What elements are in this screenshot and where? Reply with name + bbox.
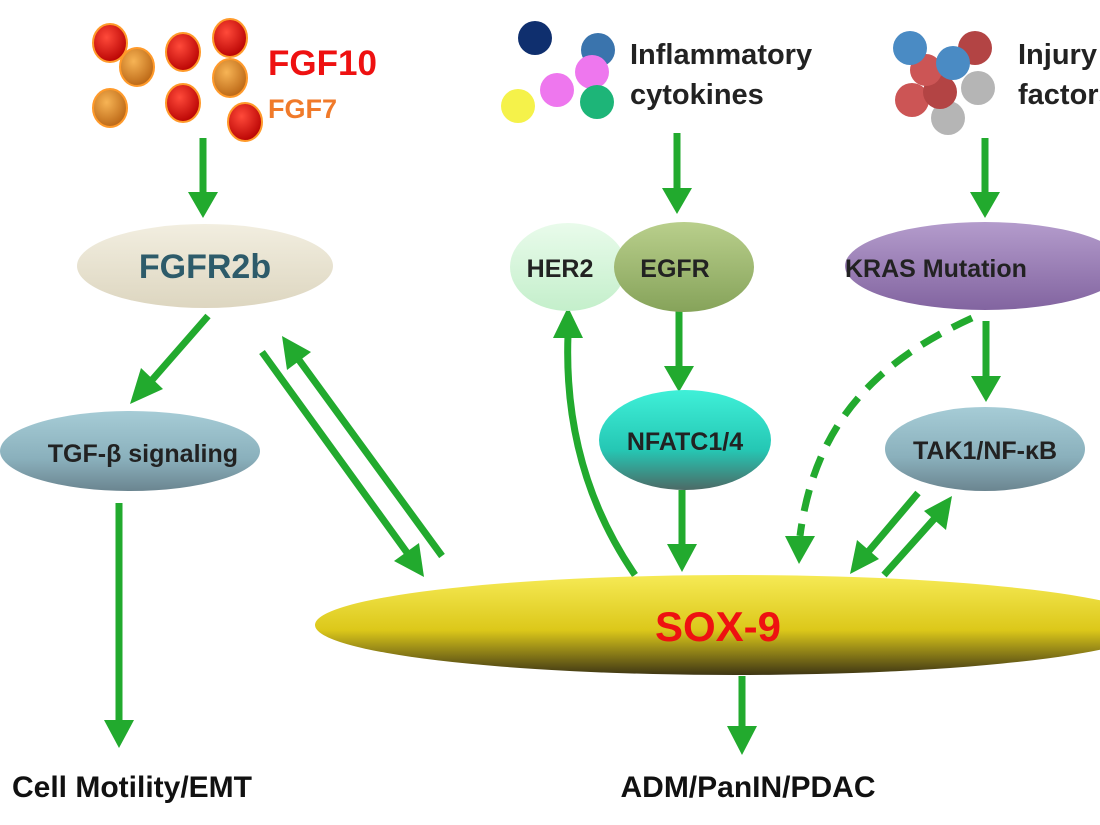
kras-label: KRAS Mutation — [845, 255, 1027, 283]
arrow-sox9-to-her2 — [553, 307, 638, 577]
node-sox9: SOX-9 — [315, 575, 1100, 675]
arrow-nfatc-to-sox9 — [667, 490, 697, 572]
inflammatory-cytokines-label: Inflammatory cytokines — [630, 39, 820, 111]
node-nfatc: NFATC1/4 — [599, 390, 771, 490]
node-tak1: TAK1/NF-κB — [885, 407, 1085, 491]
her2-label: HER2 — [527, 255, 594, 283]
injury-factor-cluster — [893, 31, 995, 135]
arrow-egfr-to-nfatc — [664, 311, 694, 392]
fgf7-label: FGF7 — [268, 94, 337, 124]
sox9-label: SOX-9 — [655, 603, 781, 650]
arrow-fgfr2b-to-tgf — [130, 313, 211, 404]
injury-factors-label: Injury factors — [1018, 39, 1100, 111]
fgf-ligand-cluster — [92, 18, 263, 142]
arrow-kras-to-tak1 — [971, 321, 1001, 402]
node-fgfr2b: FGFR2b — [77, 224, 333, 308]
node-tgf-signaling: TGF-β signaling — [0, 411, 260, 491]
arrow-fgfr2b-to-sox9 — [259, 349, 424, 577]
fgf10-label: FGF10 — [268, 44, 377, 83]
tak1-label: TAK1/NF-κB — [913, 437, 1057, 465]
node-egfr: EGFR — [614, 222, 754, 312]
arrow-sox9-to-fgfr2b — [282, 336, 445, 559]
fgfr2b-label: FGFR2b — [139, 248, 271, 286]
arrow-sox9-to-adm — [727, 676, 757, 755]
cell-motility-label: Cell Motility/EMT — [12, 771, 252, 804]
egfr-label: EGFR — [640, 255, 709, 283]
arrow-sox9-to-tak1 — [881, 496, 952, 578]
arrow-cytokines-to-egfr — [662, 133, 692, 214]
node-kras: KRAS Mutation — [845, 222, 1100, 310]
nfatc-label: NFATC1/4 — [627, 428, 743, 456]
tgf-label: TGF-β signaling — [48, 440, 238, 468]
adm-panin-pdac-label: ADM/PanIN/PDAC — [620, 771, 875, 804]
arrow-kras-to-sox9-dashed — [785, 314, 974, 564]
arrows — [104, 133, 1001, 755]
arrow-injury-to-kras — [970, 138, 1000, 218]
arrow-fgf-to-fgfr2b — [188, 138, 218, 218]
arrow-tak1-to-sox9 — [850, 490, 921, 574]
cytokine-cluster — [501, 21, 615, 123]
arrow-tgf-to-cell-motility — [104, 503, 134, 748]
node-her2: HER2 — [510, 223, 626, 311]
